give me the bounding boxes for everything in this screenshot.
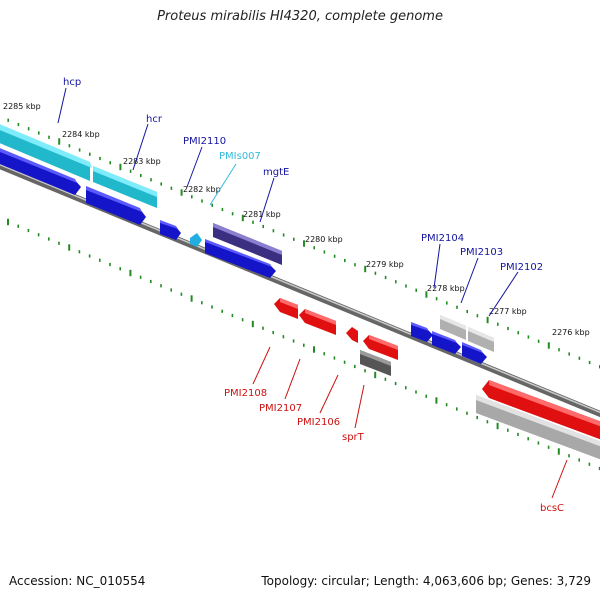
gene-PMI2102-feature[interactable] — [462, 342, 487, 364]
gene-label-PMI2102[interactable]: PMI2102 — [500, 262, 543, 273]
scale-labels: 2285 kbp 2284 kbp 2283 kbp 2282 kbp 2281… — [3, 102, 590, 337]
genome-summary-text: Topology: circular; Length: 4,063,606 bp… — [261, 574, 591, 588]
kbp-label-2277: 2277 kbp — [489, 307, 527, 316]
gene-PMI2103-misc-feature[interactable] — [468, 327, 494, 352]
gene-sprT-dark-feature[interactable] — [360, 350, 391, 376]
gene-label-bcsC[interactable]: bcsC — [540, 503, 564, 514]
gene-PMI2104-misc-feature[interactable] — [440, 315, 466, 340]
forward-strand-features — [0, 120, 494, 364]
gene-mgtE-feature[interactable] — [205, 239, 276, 278]
kbp-label-2281: 2281 kbp — [243, 210, 281, 219]
kbp-label-2279: 2279 kbp — [366, 260, 404, 269]
kbp-label-2283: 2283 kbp — [123, 157, 161, 166]
accession-text: Accession: NC_010554 — [9, 574, 146, 588]
kbp-label-2282: 2282 kbp — [183, 185, 221, 194]
gene-label-PMI2107[interactable]: PMI2107 — [259, 403, 302, 414]
page-title: Proteus mirabilis HI4320, complete genom… — [157, 9, 443, 24]
callout-lines — [57, 87, 568, 499]
gene-bcsC-feature[interactable] — [482, 380, 600, 443]
gene-label-PMI2110[interactable]: PMI2110 — [183, 136, 226, 147]
gene-PMIs007-feature[interactable] — [190, 233, 202, 247]
gene-PMI2108-feature[interactable] — [274, 298, 298, 319]
gene-mgtE-pseudo-feature[interactable] — [213, 223, 282, 265]
gene-label-PMI2106[interactable]: PMI2106 — [297, 417, 340, 428]
kbp-label-2278: 2278 kbp — [427, 284, 465, 293]
gene-label-PMI2104[interactable]: PMI2104 — [421, 233, 464, 244]
gene-label-hcp[interactable]: hcp — [63, 77, 81, 88]
gene-labels: hcp hcr PMI2110 PMIs007 mgtE PMI2104 PMI… — [63, 77, 564, 514]
gene-PMI2103-feature[interactable] — [432, 331, 461, 354]
gene-sprT-feature[interactable] — [363, 335, 398, 360]
kbp-label-2276: 2276 kbp — [552, 328, 590, 337]
gene-hcr-lower-feature[interactable] — [86, 186, 146, 225]
gene-label-PMI2103[interactable]: PMI2103 — [460, 247, 503, 258]
gene-PMI2110-feature[interactable] — [160, 220, 181, 240]
gene-label-PMI2108[interactable]: PMI2108 — [224, 388, 267, 399]
gene-hcp-feature[interactable] — [0, 120, 92, 181]
gene-label-hcr[interactable]: hcr — [146, 114, 163, 125]
gene-PMI2104-feature[interactable] — [411, 322, 433, 342]
gene-label-PMIs007[interactable]: PMIs007 — [219, 151, 261, 162]
gene-PMI2106-feature[interactable] — [346, 327, 358, 343]
kbp-label-2284: 2284 kbp — [62, 130, 100, 139]
gene-label-sprT[interactable]: sprT — [342, 432, 365, 443]
kbp-label-2285: 2285 kbp — [3, 102, 41, 111]
gene-hcr-feature[interactable] — [93, 166, 157, 208]
reverse-strand-features — [274, 298, 600, 463]
kbp-label-2280: 2280 kbp — [305, 235, 343, 244]
gene-bcsC-misc-feature[interactable] — [476, 395, 600, 463]
gene-hcp-lower-feature[interactable] — [0, 144, 81, 195]
gene-label-mgtE[interactable]: mgtE — [263, 167, 289, 178]
gene-PMI2107-feature[interactable] — [299, 309, 336, 335]
